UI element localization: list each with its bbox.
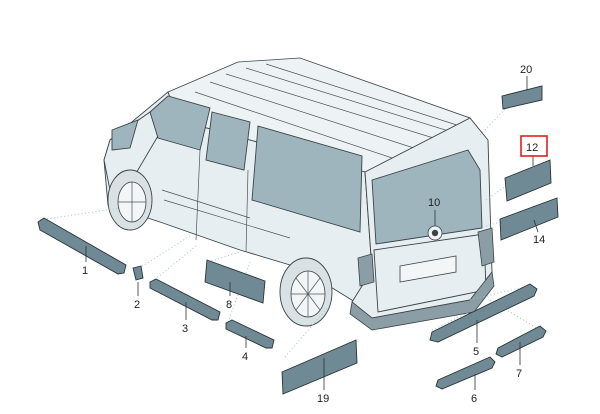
part-20-rear-trim (501, 85, 543, 110)
callout-5: 5 (473, 346, 479, 358)
part-7-corner-strip (495, 325, 547, 358)
callout-19: 19 (317, 393, 329, 405)
callout-20: 20 (520, 64, 532, 76)
part-19-lower-panel (281, 339, 358, 395)
leader-lines (85, 76, 539, 390)
callout-7: 7 (516, 368, 522, 380)
van-illustration (103, 57, 495, 331)
callout-12-highlight-box (520, 135, 548, 157)
part-3-sill-strip (149, 278, 221, 321)
callout-2: 2 (134, 299, 140, 311)
part-4-short-strip (225, 319, 275, 349)
part-1-side-strip (37, 217, 127, 275)
callout-6: 6 (471, 393, 477, 405)
dotted-reference-lines (39, 105, 541, 358)
callout-4: 4 (242, 351, 248, 363)
callout-12: 12 (526, 142, 538, 154)
part-2-small-trim (132, 265, 144, 281)
part-6-corner-strip (435, 356, 496, 390)
callout-3: 3 (182, 323, 188, 335)
callout-14: 14 (533, 234, 545, 246)
callout-8: 8 (226, 299, 232, 311)
part-14-rear-panel (499, 197, 559, 241)
part-12-rear-panel (504, 159, 552, 202)
callout-labels: 1 2 3 4 5 6 7 8 10 12 14 19 20 (82, 64, 545, 405)
part-8-panel-strip (204, 259, 266, 304)
callout-10: 10 (428, 197, 440, 209)
callout-1: 1 (82, 265, 88, 277)
part-5-bumper-strip (429, 283, 538, 343)
